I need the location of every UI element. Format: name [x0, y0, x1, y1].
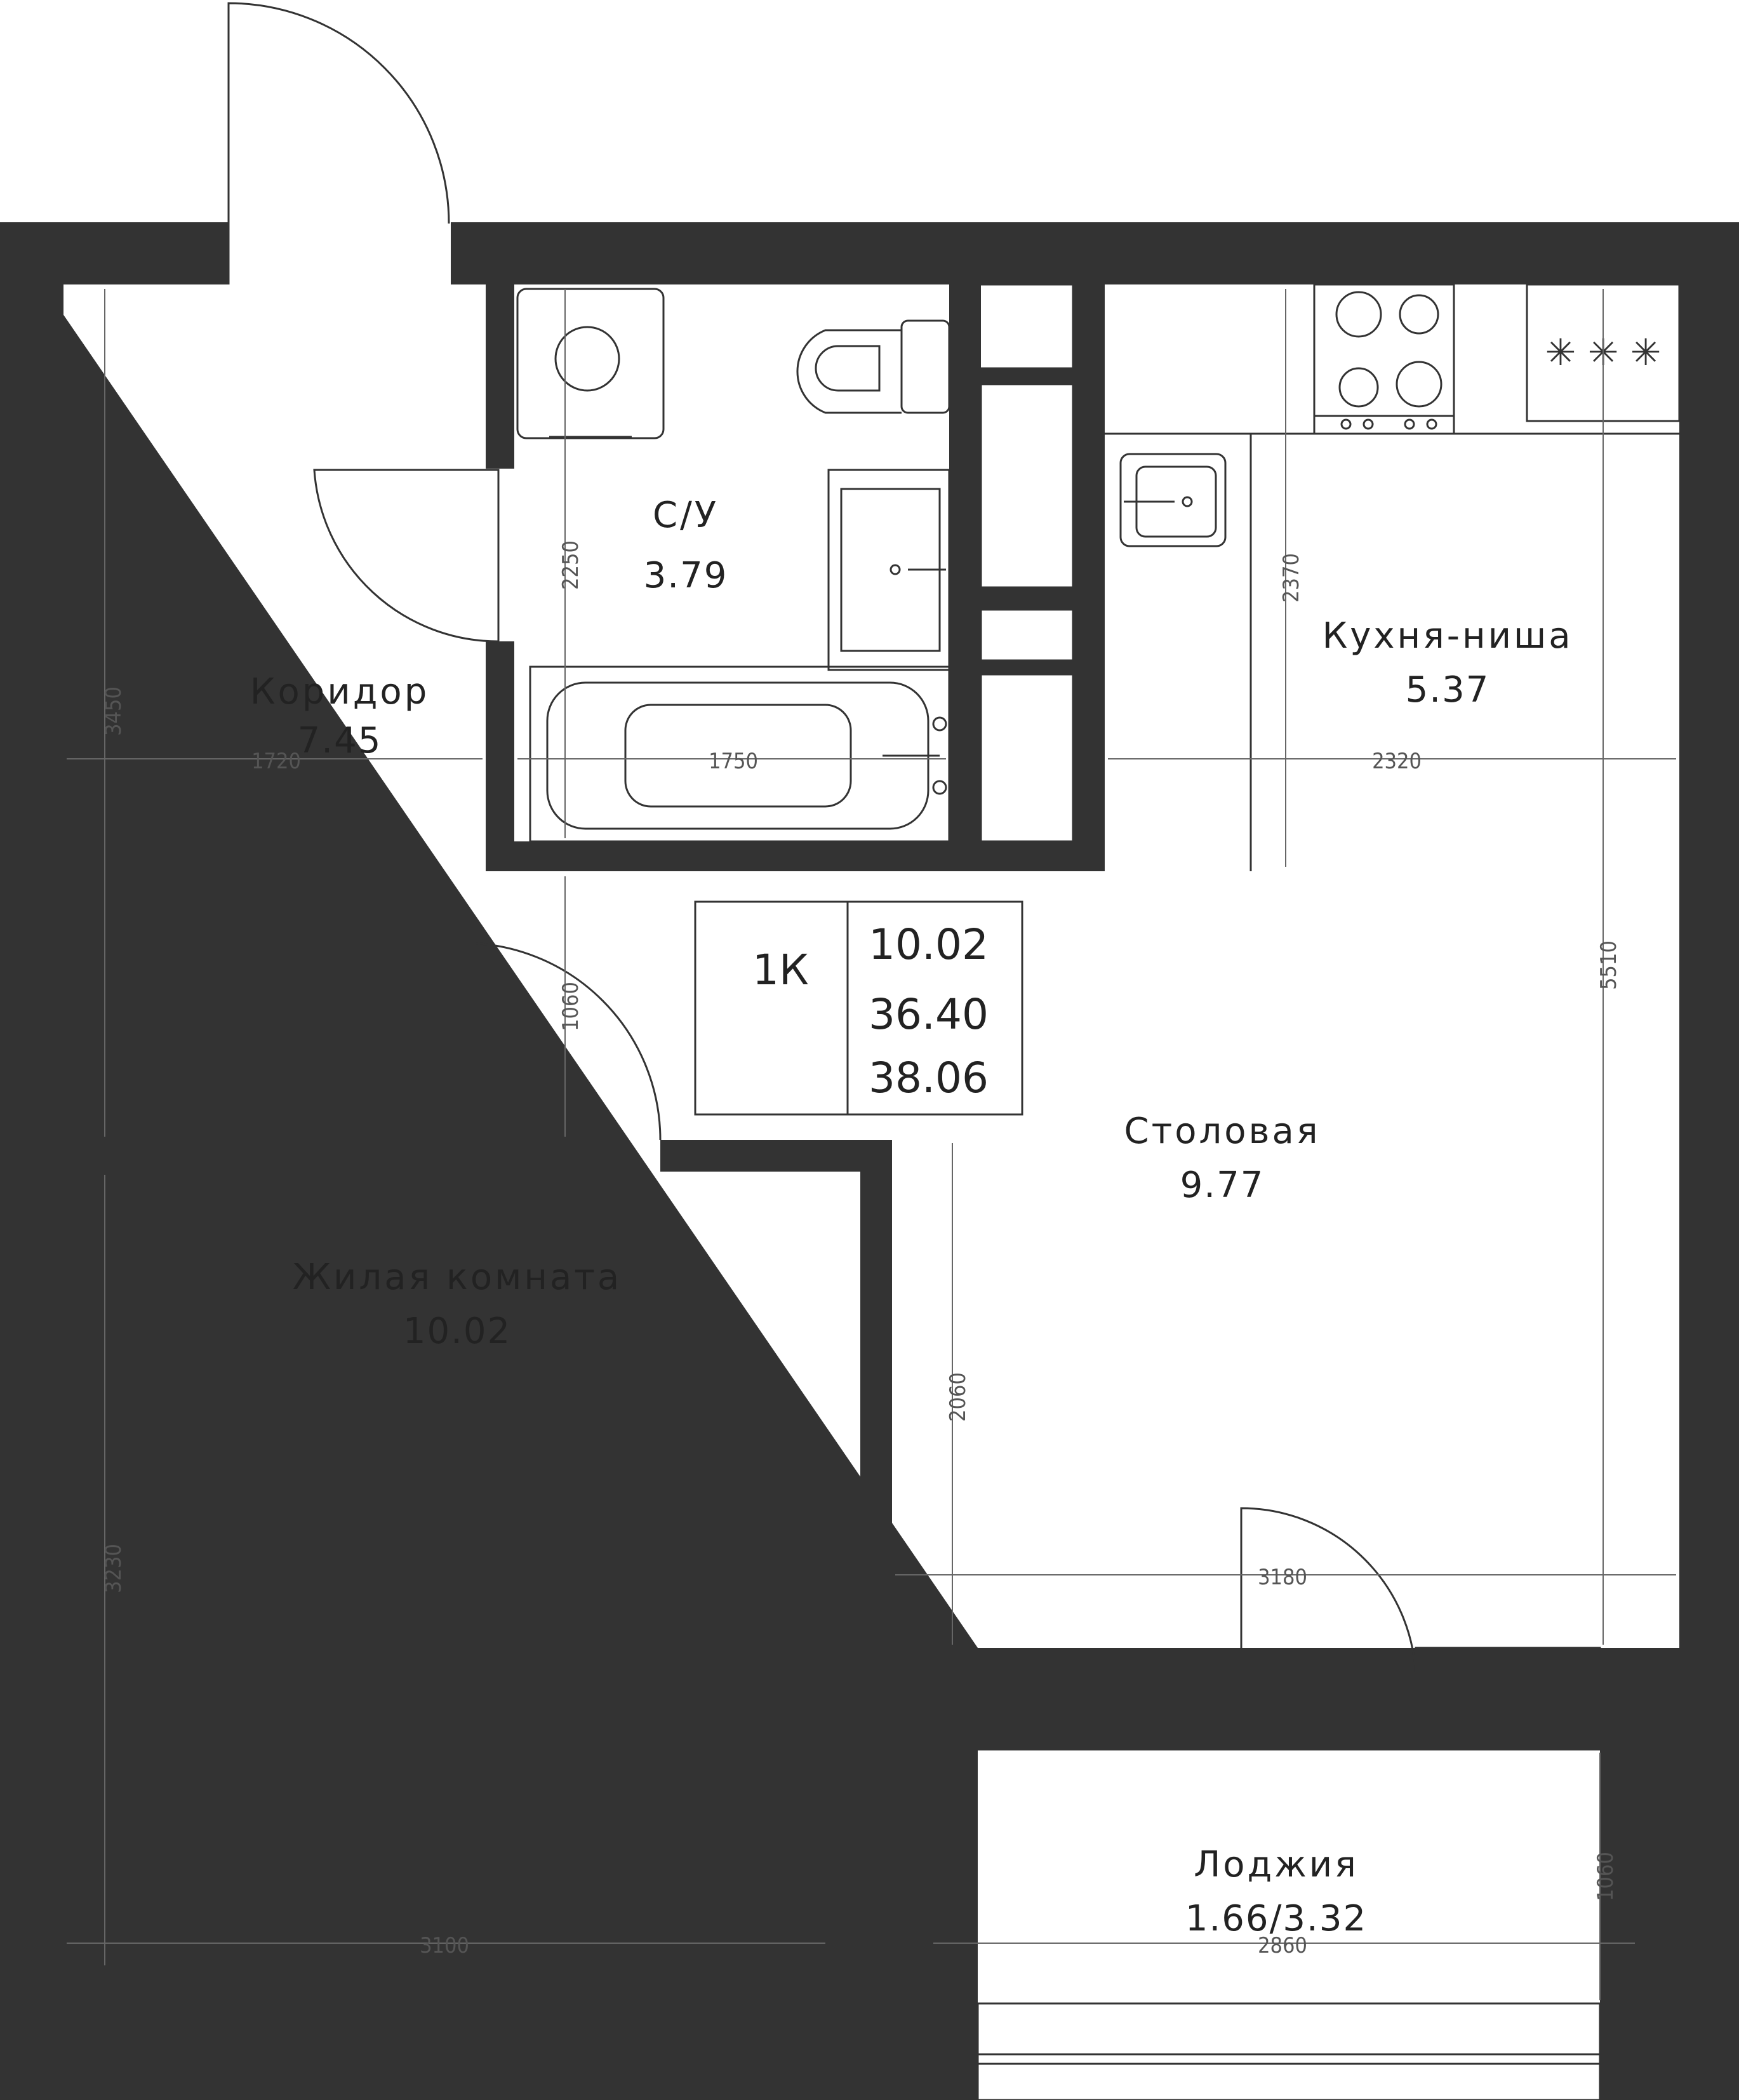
loggia-name: Лоджия — [1194, 1844, 1359, 1885]
summary-box: 1К 10.02 36.40 38.06 — [694, 900, 1023, 1116]
dining-name: Столовая — [1124, 1111, 1320, 1152]
bath-left-wall-lower — [486, 641, 514, 871]
living-dining-wall-top — [660, 1140, 892, 1172]
bathtub-icon — [529, 665, 950, 843]
top-wall-right — [451, 222, 1739, 284]
dim-kitchen-width: 2320 — [1372, 749, 1422, 774]
living-area-value: 10.02 — [869, 920, 989, 969]
kitchen-counter — [1105, 432, 1679, 871]
dining-bottom-wall-right — [1600, 1648, 1739, 1749]
dim-corridor-height: 3450 — [101, 686, 126, 736]
toilet-icon — [796, 319, 950, 414]
dim-corridor-width: 1720 — [251, 749, 301, 774]
shaft-divider-2 — [981, 587, 1073, 610]
bathroom-door-icon — [313, 469, 500, 643]
living-dining-wall — [860, 1140, 892, 1648]
living-name: Жилая комната — [293, 1257, 622, 1298]
shafts — [964, 283, 1074, 843]
loggia-door-icon — [1240, 1507, 1417, 1749]
dim-loggia-width: 2860 — [1258, 1933, 1307, 1958]
loggia-right-wall — [1638, 1749, 1739, 2100]
entrance-door-icon — [227, 2, 450, 284]
doors — [227, 2, 1601, 1751]
corridor-name: Коридор — [250, 671, 430, 712]
dim-right-height: 5510 — [1596, 940, 1622, 990]
windows — [224, 1694, 1639, 2100]
bath-right-wall — [949, 284, 981, 871]
kitchen-sink-icon — [1119, 453, 1227, 547]
loggia-window-icon — [976, 2002, 1601, 2100]
left-wall — [0, 222, 63, 2100]
living-door-icon — [462, 942, 662, 1140]
apartment-type: 1К — [752, 946, 809, 994]
living-bottom-wall-left — [0, 1969, 225, 2100]
loggia-outline — [929, 1748, 1639, 2005]
fixtures: ✳ ✳ ✳ — [516, 283, 1681, 871]
bath-bottom-wall — [486, 841, 1105, 871]
loggia-area: 1.66/3.32 — [1185, 1898, 1367, 1939]
walls — [0, 222, 1739, 2100]
dining-window-sill — [1415, 1694, 1601, 1713]
kitchen-name: Кухня-ниша — [1322, 615, 1573, 657]
kitchen-area: 5.37 — [1406, 669, 1490, 711]
bathroom-area: 3.79 — [644, 555, 728, 596]
shaft-3 — [980, 608, 1074, 662]
washing-machine-icon — [516, 288, 665, 439]
dim-living-width: 3100 — [420, 1933, 469, 1958]
shaft-divider-3 — [981, 660, 1073, 674]
sink-icon — [827, 469, 950, 671]
stove-icon — [1313, 283, 1455, 435]
area-with-loggia-value: 38.06 — [869, 1053, 989, 1102]
room-labels: Коридор 7.45 С/У 3.79 Кухня-ниша 5.37 Ст… — [250, 495, 1573, 1939]
shaft-4 — [980, 673, 1074, 843]
bathroom-name: С/У — [653, 495, 719, 536]
dining-area: 9.77 — [1180, 1165, 1265, 1206]
dimension-lines: 3450 1720 2250 1750 1060 2370 2320 5510 … — [67, 289, 1676, 2000]
kitchen-left-wall — [1073, 284, 1105, 871]
bath-left-wall-upper — [486, 284, 514, 469]
total-area-value: 36.40 — [869, 990, 989, 1039]
dim-bath-height: 2250 — [558, 540, 583, 590]
dim-living-height: 3230 — [101, 1544, 126, 1593]
dim-loggia-height: 1060 — [1593, 1852, 1618, 1901]
dim-dining-height: 2060 — [945, 1372, 971, 1422]
corridor-living-wall — [63, 1140, 463, 1172]
corridor-area: 7.45 — [298, 720, 382, 761]
dim-dining-width: 3180 — [1258, 1565, 1307, 1590]
living-window-icon — [224, 1967, 674, 2100]
living-area: 10.02 — [403, 1311, 511, 1352]
dim-opening-height: 1060 — [558, 982, 583, 1031]
dining-bottom-wall-left — [829, 1648, 1241, 1749]
shaft-1 — [964, 283, 1074, 370]
summary-frame — [694, 900, 1023, 1116]
dim-kitchen-height: 2370 — [1279, 553, 1304, 603]
shaft-2 — [980, 383, 1074, 589]
dim-bath-width: 1750 — [709, 749, 758, 774]
shaft-divider-1 — [981, 368, 1073, 384]
